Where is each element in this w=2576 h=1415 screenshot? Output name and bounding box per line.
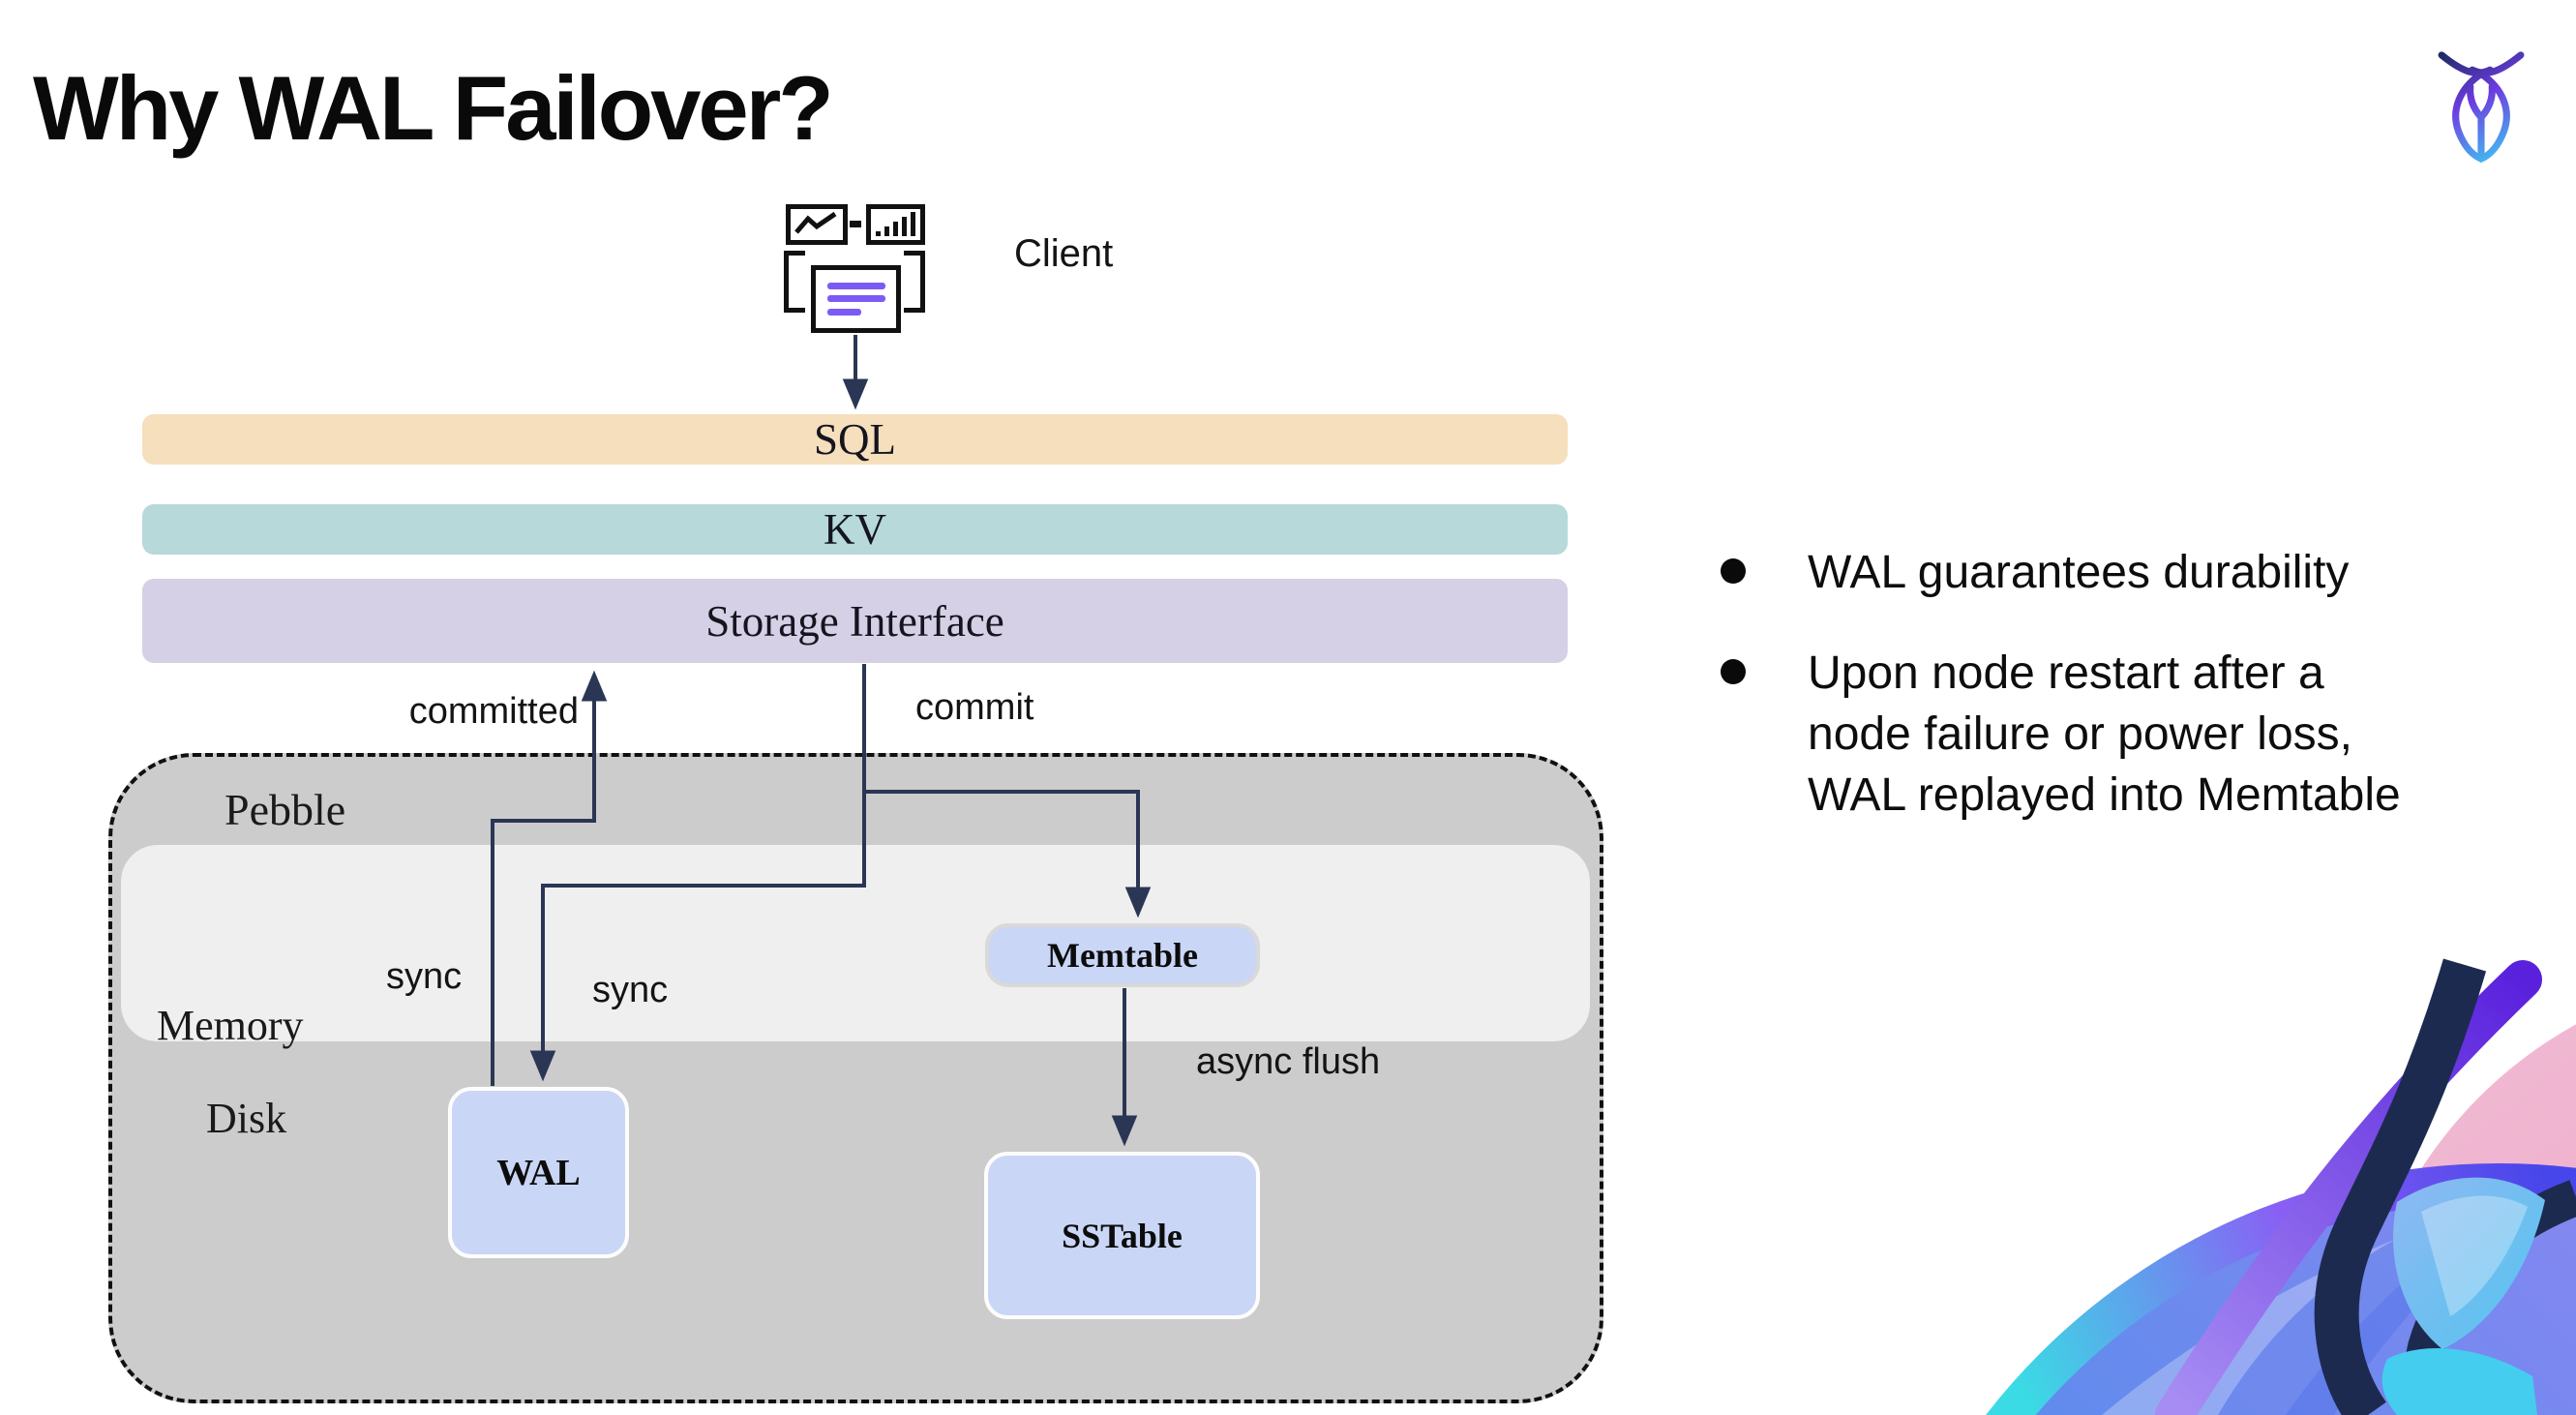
cockroachdb-logo-icon: [2435, 46, 2528, 163]
bullet-item-durability: WAL guarantees durability: [1808, 542, 2349, 603]
memory-zone: [121, 845, 1590, 1041]
edge-label-sync-right: sync: [592, 970, 669, 1010]
layer-storage-interface: Storage Interface: [142, 579, 1568, 663]
memtable-label: Memtable: [1047, 936, 1198, 975]
bullet-line: WAL guarantees durability: [1808, 547, 2350, 598]
disk-label: Disk: [206, 1095, 287, 1142]
wal-label: WAL: [496, 1152, 581, 1193]
client-bracket-right: [904, 251, 925, 313]
pebble-label: Pebble: [225, 785, 346, 834]
icon-dash: [850, 221, 861, 227]
bullet-dot: [1721, 558, 1746, 584]
layer-kv: KV: [142, 504, 1568, 555]
wal-node: WAL: [448, 1087, 629, 1258]
page-title: Why WAL Failover?: [33, 57, 834, 159]
bullet-item-replay: Upon node restart after a node failure o…: [1808, 643, 2401, 826]
bullet-dot: [1721, 659, 1746, 684]
layer-sql: SQL: [142, 414, 1568, 465]
brand-decoration-graphic: [1899, 912, 2576, 1415]
client-monitor-bars-icon: [866, 204, 925, 245]
bullet-line: Upon node restart after a: [1808, 647, 2324, 699]
layer-sql-label: SQL: [813, 415, 896, 464]
sstable-label: SSTable: [1062, 1216, 1183, 1255]
edge-label-async-flush: async flush: [1196, 1041, 1381, 1082]
layer-kv-label: KV: [824, 505, 886, 554]
client-monitor-chart-icon: [786, 204, 848, 245]
layer-storage-label: Storage Interface: [705, 596, 1004, 646]
client-bracket-left: [784, 251, 805, 313]
edge-label-committed: committed: [408, 691, 579, 732]
edge-label-sync-left: sync: [386, 956, 463, 997]
memory-label: Memory: [157, 1002, 304, 1049]
edge-label-commit: commit: [915, 687, 1034, 728]
client-document-icon: [811, 265, 901, 333]
bullet-line: WAL replayed into Memtable: [1808, 769, 2401, 821]
memtable-node: Memtable: [985, 923, 1260, 987]
sstable-node: SSTable: [984, 1152, 1260, 1319]
bullet-line: node failure or power loss,: [1808, 708, 2352, 760]
client-label: Client: [1014, 232, 1114, 275]
